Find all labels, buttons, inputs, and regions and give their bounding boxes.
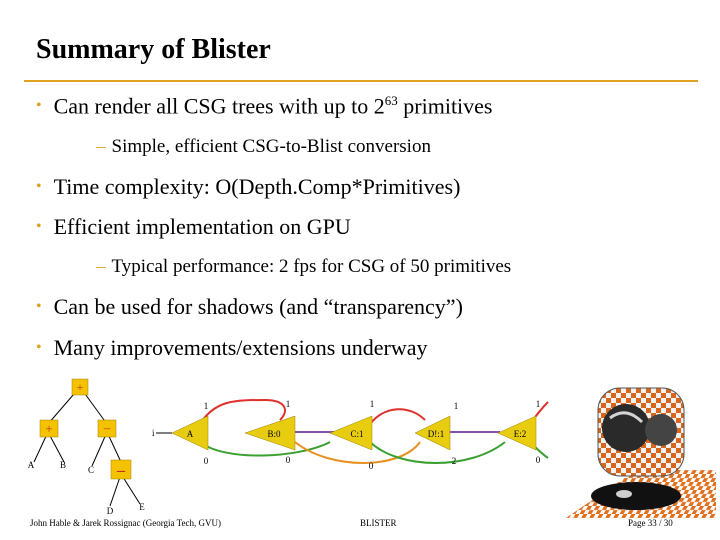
blist-bottom-label: 2 — [452, 456, 457, 466]
title-divider — [24, 80, 698, 82]
tree-leaf-d: D — [107, 506, 114, 516]
object-highlight — [609, 411, 644, 424]
tree-leaf-e: E — [139, 502, 145, 512]
edge-b-false — [294, 441, 421, 464]
blist-bottom-label: 0 — [369, 461, 374, 471]
tree-node-root-label: + — [77, 380, 84, 394]
edge-a-false — [199, 441, 331, 457]
blist-bottom-label: 0 — [286, 455, 291, 465]
bullet-dot: • — [36, 218, 42, 235]
blist-top-label: 1 — [286, 399, 291, 409]
blist-node-a — [171, 415, 209, 451]
tree-node-root — [71, 378, 89, 396]
footer-authors: John Hable & Jarek Rossignac (Georgia Te… — [30, 518, 221, 528]
footer-title: BLISTER — [360, 518, 397, 528]
tree-node-diff-1 — [97, 419, 117, 438]
bullet-dot: • — [36, 298, 42, 315]
csg-diagram: + + – – A B C D E i A B:0 — [28, 378, 549, 516]
tree-node-diff-2 — [110, 459, 132, 480]
blist-node-d — [414, 415, 451, 451]
blist-top-label: 1 — [454, 401, 459, 411]
blist-node-a-label: A — [187, 429, 194, 439]
blist-entry-label: i — [152, 428, 155, 438]
bullet-1-superscript: 63 — [384, 93, 398, 108]
bullet-1-text: Can render all CSG trees with up to 2 — [53, 93, 385, 119]
sub-dash: – — [96, 256, 106, 277]
bullet-1: • Can render all CSG trees with up to 263… — [36, 93, 493, 119]
sub-bullet-1: –Simple, efficient CSG-to-Blist conversi… — [96, 136, 431, 158]
sub-bullet-1-text: Simple, efficient CSG-to-Blist conversio… — [111, 136, 431, 157]
edge-c-true — [369, 408, 426, 425]
bullet-2-text: Time complexity: O(Depth.Comp*Primitives… — [53, 174, 461, 199]
blist-node-c-label: C:1 — [350, 429, 363, 439]
blist-top-label: 1 — [536, 399, 541, 409]
shadow-hole — [616, 490, 632, 498]
tree-leaf-c: C — [88, 465, 94, 475]
blist-bottom-label: 0 — [536, 455, 541, 465]
blist-node-d-label: D!:1 — [428, 429, 445, 439]
bullet-1-suffix: primitives — [397, 93, 493, 119]
blist-top-label: 1 — [204, 401, 209, 411]
blist-graph: i A B:0 C:1 D!:1 E:2 1 1 1 1 1 0 0 — [152, 398, 549, 471]
blist-node-c — [329, 415, 373, 451]
bullet-4-text: Can be used for shadows (and “transparen… — [53, 294, 463, 319]
footer-page-number: Page 33 / 30 — [628, 518, 673, 528]
sub-dash: – — [96, 136, 106, 157]
bullet-5: • Many improvements/extensions underway — [36, 335, 428, 361]
tree-edge — [91, 431, 108, 467]
tree-leaf-a: A — [28, 460, 35, 470]
csg-render-image — [566, 387, 716, 518]
blist-node-e-label: E:2 — [514, 429, 527, 439]
bullet-3: • Efficient implementation on GPU — [36, 214, 351, 240]
blist-node-b-label: B:0 — [267, 429, 281, 439]
bullet-dot: • — [36, 178, 42, 195]
bullet-5-text: Many improvements/extensions underway — [53, 335, 428, 360]
sub-bullet-2: –Typical performance: 2 fps for CSG of 5… — [96, 256, 511, 278]
edge-a-true — [199, 398, 286, 425]
tree-node-diff-1-label: – — [103, 420, 111, 435]
slide-title: Summary of Blister — [36, 34, 271, 65]
tree-node-union-label: + — [45, 421, 52, 436]
bullet-4: • Can be used for shadows (and “transpare… — [36, 294, 463, 320]
sub-bullet-2-text: Typical performance: 2 fps for CSG of 50… — [111, 256, 512, 277]
blist-node-b — [244, 415, 296, 451]
tree-node-union — [39, 419, 59, 438]
object-shadow — [591, 482, 681, 510]
blist-bottom-label: 0 — [204, 456, 209, 466]
bullet-dot: • — [36, 97, 42, 115]
tree-leaf-b: B — [60, 460, 66, 470]
blist-node-e — [497, 415, 537, 451]
tree-edge — [109, 473, 122, 507]
blist-top-label: 1 — [370, 399, 375, 409]
object-cutout-side — [645, 414, 677, 446]
object-cutout-front — [602, 404, 650, 452]
tree-node-diff-2-label: – — [116, 462, 126, 479]
bullet-3-text: Efficient implementation on GPU — [53, 214, 351, 239]
bullet-dot: • — [36, 339, 42, 356]
edge-c-false — [369, 441, 506, 464]
bullet-2: • Time complexity: O(Depth.Comp*Primitive… — [36, 174, 460, 200]
csg-tree: + + – – A B C D E — [28, 378, 145, 516]
